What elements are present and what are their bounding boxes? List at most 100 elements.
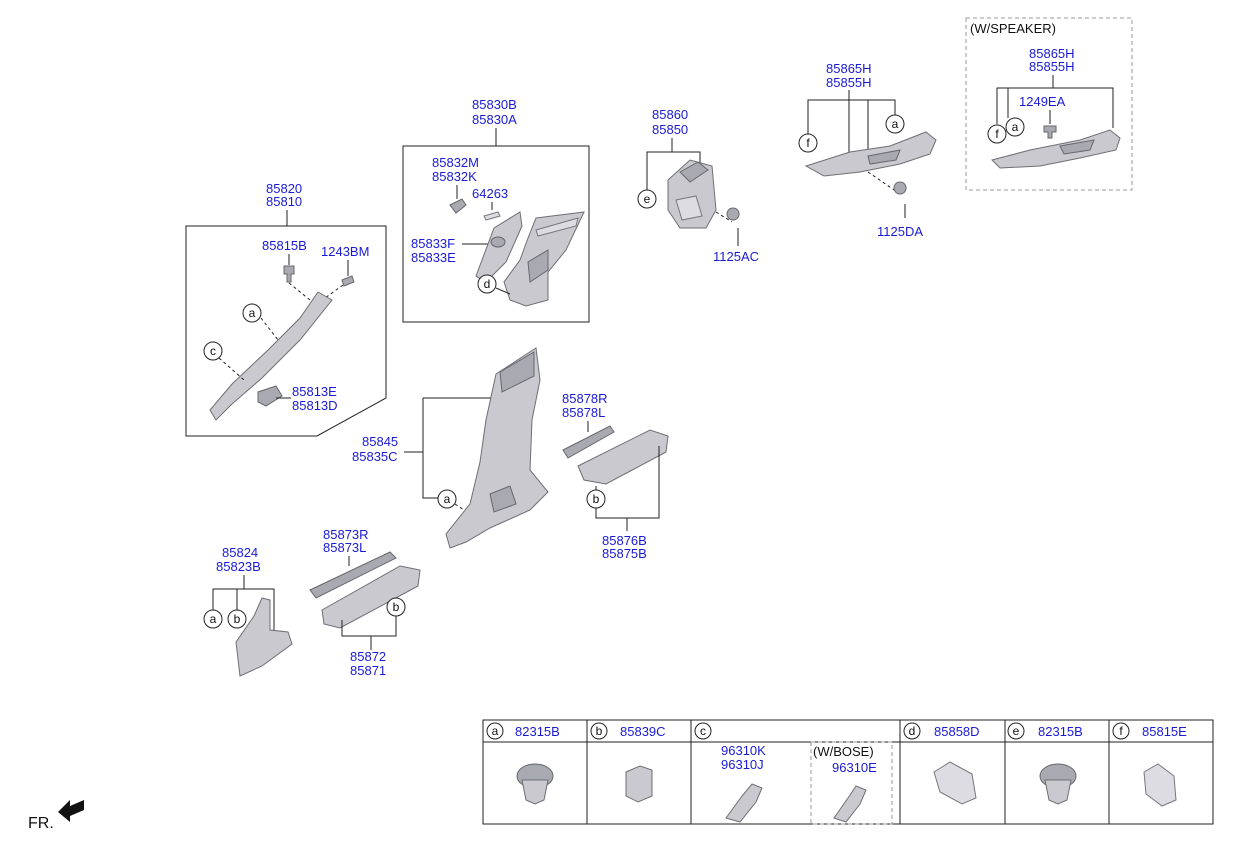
clip-85858D-image[interactable] bbox=[933, 761, 977, 805]
part-label-85813D[interactable]: 85813D bbox=[292, 398, 338, 413]
part-label-85873R[interactable]: 85873R bbox=[323, 527, 369, 542]
legend-callout-f: f bbox=[1119, 724, 1123, 738]
screw-1125DA[interactable] bbox=[893, 181, 907, 195]
part-label-85871[interactable]: 85871 bbox=[350, 663, 386, 678]
legend-part-96310E[interactable]: 96310E bbox=[832, 760, 877, 775]
part-label-85878R[interactable]: 85878R bbox=[562, 391, 608, 406]
legend-callout-c: c bbox=[700, 724, 706, 738]
w-speaker-label: (W/SPEAKER) bbox=[970, 21, 1056, 36]
part-label-85824[interactable]: 85824 bbox=[222, 545, 258, 560]
part-label-1125AC[interactable]: 1125AC bbox=[713, 249, 759, 264]
callout-b: b bbox=[234, 612, 241, 626]
legend-callout-a: a bbox=[492, 724, 499, 738]
part-label-85820[interactable]: 85820 bbox=[266, 181, 302, 196]
part-label-1249EA[interactable]: 1249EA bbox=[1019, 94, 1066, 109]
legend-part-85839C[interactable]: 85839C bbox=[620, 724, 666, 739]
part-label-85830B[interactable]: 85830B bbox=[472, 97, 517, 112]
tweeter-96310K-image[interactable] bbox=[725, 783, 763, 823]
callout-a: a bbox=[1012, 120, 1019, 134]
trim-85824[interactable] bbox=[235, 597, 293, 677]
group-85865H: 85865H 85855H f a 1125DA bbox=[798, 61, 937, 239]
part-label-85850[interactable]: 85850 bbox=[652, 122, 688, 137]
clip-82315B-e-image[interactable] bbox=[1039, 763, 1077, 805]
part-label-85833F[interactable]: 85833F bbox=[411, 236, 455, 251]
a-pillar-trim-panel[interactable] bbox=[209, 291, 333, 421]
part-label-85832K[interactable]: 85832K bbox=[432, 169, 477, 184]
legend-part-85858D[interactable]: 85858D bbox=[934, 724, 980, 739]
rear-trim-85865H[interactable] bbox=[804, 131, 937, 177]
screw-1243BM[interactable] bbox=[341, 275, 355, 287]
tweeter-96310E-image[interactable] bbox=[833, 785, 867, 823]
part-label-85865H[interactable]: 85865H bbox=[826, 61, 872, 76]
group-a-pillar-trim: 85820 85810 85815B 1243BM a c 85813E 858… bbox=[185, 181, 387, 437]
part-label-85855H-speaker[interactable]: 85855H bbox=[1029, 59, 1075, 74]
group-85824: 85824 85823B a b bbox=[203, 545, 293, 677]
cover-85813[interactable] bbox=[257, 385, 283, 407]
scuff-panel-85876B[interactable] bbox=[577, 429, 669, 485]
scuff-panel-85872[interactable] bbox=[321, 565, 421, 629]
group-85860: 85860 85850 e 1125AC bbox=[637, 107, 759, 264]
part-label-85830A[interactable]: 85830A bbox=[472, 112, 517, 127]
part-label-64263[interactable]: 64263 bbox=[472, 186, 508, 201]
part-label-85810[interactable]: 85810 bbox=[266, 194, 302, 209]
callout-b: b bbox=[593, 492, 600, 506]
scuff-strip-85873[interactable] bbox=[309, 551, 397, 599]
callout-f: f bbox=[995, 127, 999, 141]
clip-85815E-image[interactable] bbox=[1143, 763, 1177, 807]
legend-part-96310K[interactable]: 96310K bbox=[721, 743, 766, 758]
part-label-85813E[interactable]: 85813E bbox=[292, 384, 337, 399]
legend-callout-b: b bbox=[596, 724, 603, 738]
part-label-85875B[interactable]: 85875B bbox=[602, 546, 647, 561]
b-pillar-lower-trim[interactable] bbox=[445, 347, 549, 549]
front-label: FR. bbox=[28, 815, 54, 832]
part-label-85855H[interactable]: 85855H bbox=[826, 75, 872, 90]
part-label-85865H-speaker[interactable]: 85865H bbox=[1029, 46, 1075, 61]
part-label-85845[interactable]: 85845 bbox=[362, 434, 398, 449]
clip-82315B-image[interactable] bbox=[516, 763, 554, 805]
part-label-85823B[interactable]: 85823B bbox=[216, 559, 261, 574]
legend-part-85815E[interactable]: 85815E bbox=[1142, 724, 1187, 739]
callout-a: a bbox=[249, 306, 256, 320]
part-label-85860[interactable]: 85860 bbox=[652, 107, 688, 122]
speaker-1249EA[interactable] bbox=[1043, 125, 1057, 139]
callout-d: d bbox=[484, 277, 491, 291]
legend-part-82315B-e[interactable]: 82315B bbox=[1038, 724, 1083, 739]
legend-table: a 82315B b 85839C c 96310K 96310J (W/BOS… bbox=[482, 719, 1214, 825]
callout-f: f bbox=[806, 136, 810, 150]
front-arrow-icon bbox=[58, 800, 84, 822]
label-64263[interactable] bbox=[483, 211, 501, 221]
group-rear-scuff: 85878R 85878L b 85876B 85875B bbox=[562, 391, 669, 561]
cap-85832[interactable] bbox=[449, 198, 467, 214]
part-label-1125DA[interactable]: 1125DA bbox=[877, 224, 923, 239]
part-label-85876B[interactable]: 85876B bbox=[602, 533, 647, 548]
callout-a: a bbox=[892, 117, 899, 131]
legend-part-82315B[interactable]: 82315B bbox=[515, 724, 560, 739]
part-label-1243BM[interactable]: 1243BM bbox=[321, 244, 369, 259]
screw-1125AC[interactable] bbox=[726, 207, 740, 221]
part-label-85878L[interactable]: 85878L bbox=[562, 405, 605, 420]
callout-e: e bbox=[644, 192, 651, 206]
part-label-85872[interactable]: 85872 bbox=[350, 649, 386, 664]
group-b-pillar-upper: 85830B 85830A 85832M 85832K 64263 85833F… bbox=[402, 97, 590, 323]
part-label-85835C[interactable]: 85835C bbox=[352, 449, 398, 464]
clip-85839C-image[interactable] bbox=[625, 765, 653, 803]
part-label-85833E[interactable]: 85833E bbox=[411, 250, 456, 265]
callout-b: b bbox=[393, 600, 400, 614]
part-label-85815B[interactable]: 85815B bbox=[262, 238, 307, 253]
callout-c: c bbox=[210, 344, 216, 358]
part-label-85832M[interactable]: 85832M bbox=[432, 155, 479, 170]
callout-a: a bbox=[444, 492, 451, 506]
part-label-85873L[interactable]: 85873L bbox=[323, 540, 366, 555]
scuff-strip-85878[interactable] bbox=[562, 425, 615, 459]
callout-a: a bbox=[210, 612, 217, 626]
rear-trim-speaker-85865H[interactable] bbox=[991, 129, 1121, 169]
legend-part-96310J[interactable]: 96310J bbox=[721, 757, 764, 772]
group-box-a-pillar bbox=[185, 225, 387, 437]
w-bose-label: (W/BOSE) bbox=[813, 744, 874, 759]
w-speaker-box bbox=[965, 17, 1133, 191]
group-w-speaker: (W/SPEAKER) 85865H 85855H 1249EA a f bbox=[965, 17, 1133, 191]
legend-callout-d: d bbox=[909, 724, 916, 738]
clip-85815B[interactable] bbox=[283, 265, 295, 283]
group-front-scuff: 85873R 85873L b 85872 85871 bbox=[309, 527, 421, 678]
